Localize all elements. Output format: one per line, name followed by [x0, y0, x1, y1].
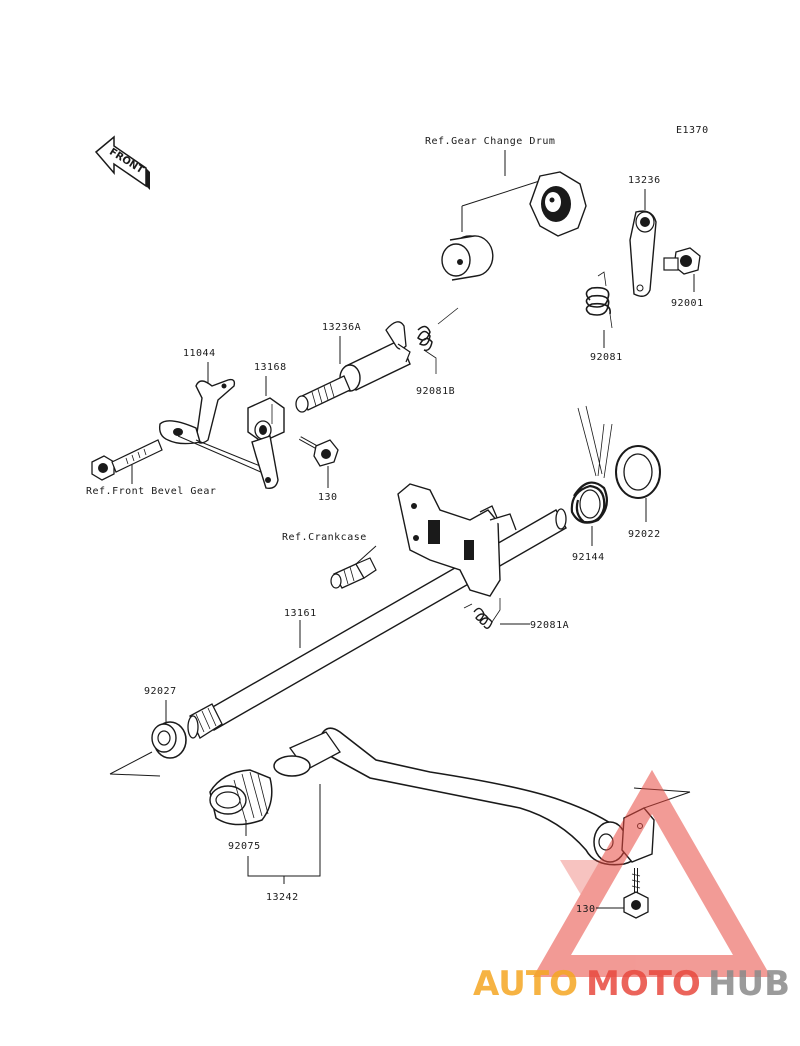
label-92027: 92027 [144, 686, 177, 697]
washer-92022-part [615, 445, 661, 499]
spring-92081B-part [417, 307, 459, 374]
label-13236A: 13236A [322, 322, 361, 333]
label-13161: 13161 [284, 608, 317, 619]
label-92075: 92075 [228, 841, 261, 852]
label-11044: 11044 [183, 348, 216, 359]
spring-92144-part [570, 405, 613, 524]
label-ref-front-bevel-gear: Ref.Front Bevel Gear [86, 486, 216, 497]
bolt-92001-part [663, 247, 701, 275]
label-130-bottom: 130 [576, 904, 596, 915]
label-13242: 13242 [266, 892, 299, 903]
label-92144: 92144 [572, 552, 605, 563]
label-92081: 92081 [590, 352, 623, 363]
label-ref-gear-change-drum: Ref.Gear Change Drum [425, 136, 555, 147]
label-92081B: 92081B [416, 386, 455, 397]
crankcase-pin-part [330, 557, 377, 589]
shift-shaft-13236A-part [295, 321, 411, 413]
gear-change-drum-part [441, 235, 494, 281]
watermark-logo: AUTO MOTO HUB [473, 964, 790, 1004]
label-92022: 92022 [628, 529, 661, 540]
label-ref-crankcase: Ref.Crankcase [282, 532, 367, 543]
label-92001: 92001 [671, 298, 704, 309]
bolt-130-top-part [299, 436, 339, 467]
bracket-11044-part [158, 378, 236, 445]
pedal-rubber-92075-part [209, 769, 273, 826]
watermark-moto: MOTO [586, 964, 701, 1004]
bolt-130-bottom-part [623, 868, 649, 919]
label-13236: 13236 [628, 175, 661, 186]
label-92081A: 92081A [530, 620, 569, 631]
watermark-auto: AUTO [473, 964, 578, 1004]
watermark-triangle-icon [532, 769, 772, 977]
spring-92081-part [585, 271, 613, 329]
watermark-hub: HUB [708, 964, 790, 1004]
diagram-id: E1370 [676, 125, 709, 136]
label-13168: 13168 [254, 362, 287, 373]
label-130-top: 130 [318, 492, 338, 503]
front-bevel-gear-bolt-part [91, 439, 163, 481]
front-arrow-icon: FRONT [94, 135, 150, 190]
drum-star-plate-part [529, 171, 587, 237]
spring-92081A-part [463, 598, 501, 629]
shift-plate-part [397, 483, 517, 597]
shift-arm-13236-part [629, 210, 657, 297]
washer-92027-part [151, 721, 187, 759]
clamp-lever-13168-part [247, 397, 285, 490]
